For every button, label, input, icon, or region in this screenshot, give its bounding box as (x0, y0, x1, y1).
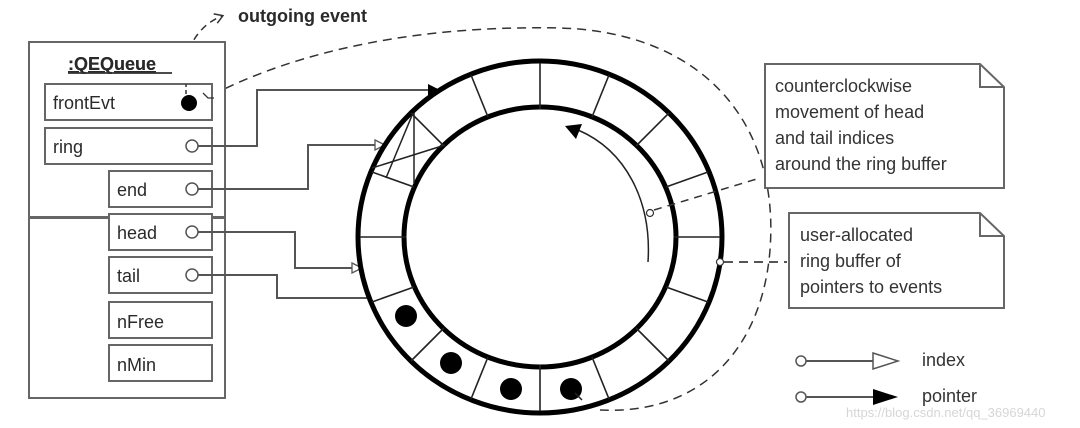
ring-anchor-icon (715, 257, 725, 267)
connector-circle-icon (185, 268, 199, 282)
front-event-dashed-curve (211, 27, 772, 411)
connector-circle-icon (185, 225, 199, 239)
event-dot-icon (395, 305, 417, 327)
connector-circle-icon (795, 391, 807, 403)
svg-text:frontEvt: frontEvt (53, 93, 115, 113)
svg-text:tail: tail (117, 266, 140, 286)
object-title: :QEQueue (68, 54, 156, 74)
note-ccw-movement: counterclockwise movement of head and ta… (764, 63, 1005, 189)
outgoing-event-label: outgoing event (238, 6, 367, 26)
filled-arrow-icon (873, 389, 898, 405)
event-dot-icon (440, 352, 462, 374)
svg-text:nFree: nFree (117, 312, 164, 332)
connector-circle-icon (795, 355, 807, 367)
note1-connector (653, 177, 761, 211)
note-user-allocated: user-allocated ring buffer of pointers t… (788, 212, 1005, 309)
svg-text:nMin: nMin (117, 355, 156, 375)
field-ring: ring (44, 127, 213, 165)
pointer-dot-icon (181, 95, 197, 111)
outgoing-event-arrow (184, 13, 225, 87)
legend: index pointer (795, 350, 977, 406)
legend-index: index (795, 350, 965, 371)
event-dot-icon (500, 378, 522, 400)
connector-circle-icon (185, 182, 199, 196)
end-index-connector (198, 145, 385, 190)
svg-text:around the ring buffer: around the ring buffer (775, 154, 947, 174)
object-title: :QEQueue (68, 54, 156, 74)
ccw-arrowhead-icon (565, 124, 582, 139)
hollow-arrow-icon (872, 351, 901, 371)
head-index-connector (198, 231, 362, 268)
connector-circle-icon (185, 139, 199, 153)
legend-pointer: pointer (795, 386, 977, 406)
svg-text:movement of head: movement of head (775, 102, 924, 122)
svg-text:ring: ring (53, 137, 83, 157)
svg-text:pointer: pointer (922, 386, 977, 406)
svg-text:index: index (922, 350, 965, 370)
ccw-arc (577, 129, 650, 263)
svg-text:end: end (117, 180, 147, 200)
svg-text:ring buffer of: ring buffer of (800, 251, 902, 271)
svg-text:and tail indices: and tail indices (775, 128, 894, 148)
svg-text:head: head (117, 223, 157, 243)
qequeue-container (28, 41, 226, 399)
end-slot-cross-icon (371, 112, 446, 183)
ring-pointer-connector (198, 84, 440, 147)
field-tail: tail (108, 256, 213, 294)
watermark: https://blog.csdn.net/qq_36969440 (846, 405, 1046, 420)
svg-text:pointers to events: pointers to events (800, 277, 942, 297)
ring-segment-dividers (360, 63, 720, 411)
field-head: head (108, 213, 213, 251)
field-nFree: nFree (108, 301, 213, 339)
outgoing-event-annotation: outgoing event (184, 6, 367, 87)
event-dots (395, 305, 582, 400)
ccw-anchor-icon (645, 208, 655, 218)
field-nMin: nMin (108, 344, 213, 382)
svg-text:user-allocated: user-allocated (800, 225, 913, 245)
ring-buffer (355, 58, 725, 416)
svg-text:counterclockwise: counterclockwise (775, 76, 912, 96)
ring-inner (401, 104, 679, 370)
field-frontEvt: frontEvt (44, 83, 213, 121)
field-end: end (108, 170, 213, 208)
